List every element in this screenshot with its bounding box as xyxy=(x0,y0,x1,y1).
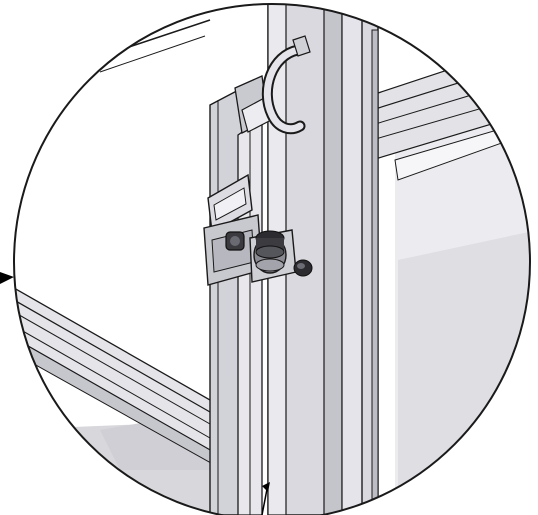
detail-circle-outline xyxy=(13,3,531,515)
bottom-pointer-arrow xyxy=(262,482,270,492)
knob-icon xyxy=(249,229,313,283)
hook-icon xyxy=(261,35,311,135)
latch-icon xyxy=(203,173,263,286)
arrow-icon xyxy=(0,272,270,515)
left-pointer-arrow xyxy=(0,272,14,284)
